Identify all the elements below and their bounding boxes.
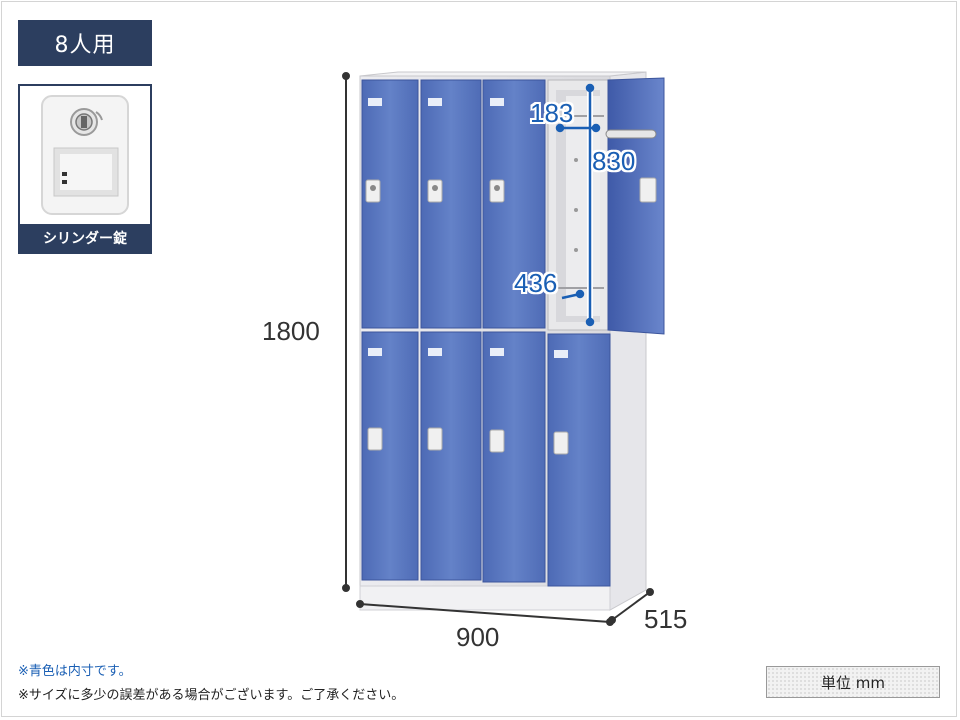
lower-door-4 — [547, 333, 611, 587]
unit-label: 単位 mm — [766, 666, 940, 698]
hook-height-label: 436 — [514, 268, 558, 298]
depth-dimension-line — [608, 588, 654, 624]
lock-caption: シリンダー錠 — [20, 224, 150, 252]
lower-door-1 — [361, 331, 419, 581]
top-shelf-label: 183 — [530, 98, 574, 128]
height-dimension-line — [342, 72, 350, 592]
width-label: 900 — [456, 622, 500, 652]
height-label: 1800 — [262, 316, 320, 346]
interior-dimension-lines — [555, 83, 601, 327]
color-note: ※青色は内寸です。 — [18, 664, 132, 679]
depth-label: 515 — [644, 604, 688, 634]
tolerance-note: ※サイズに多少の誤差がある場合がございます。ご了承ください。 — [18, 688, 405, 703]
upper-door-3 — [482, 79, 546, 329]
capacity-badge: 8人用 — [18, 20, 152, 66]
upper-door-1 — [361, 79, 419, 329]
locker-plinth — [359, 585, 611, 611]
lower-door-2 — [420, 331, 482, 581]
lower-door-3 — [482, 331, 546, 583]
inner-height-label: 830 — [592, 146, 636, 176]
locker-top — [359, 71, 647, 77]
lock-card: シリンダー錠 — [18, 84, 152, 254]
upper-door-2 — [420, 79, 482, 329]
open-door — [605, 77, 665, 335]
cylinder-lock-icon — [41, 95, 129, 215]
